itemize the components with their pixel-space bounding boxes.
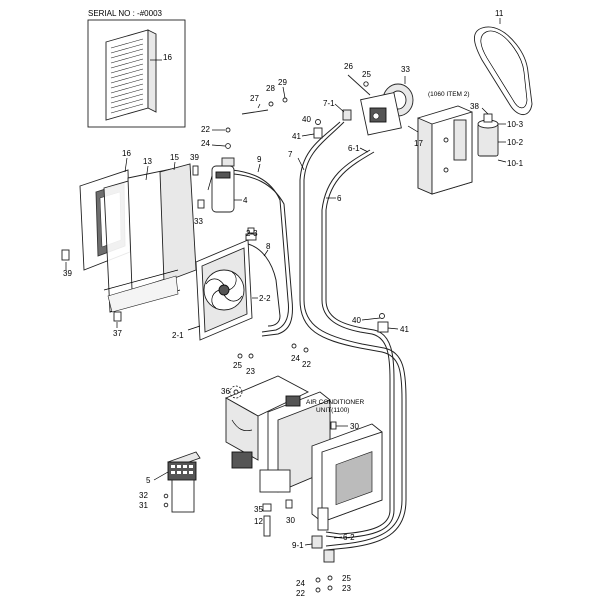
callout-39-upper: 39 (190, 153, 199, 162)
callout-29: 29 (278, 78, 287, 87)
callout-23-mid: 23 (246, 367, 255, 376)
callout-38: 38 (470, 102, 479, 111)
callout-22-top: 22 (201, 125, 210, 134)
callout-36: 36 (221, 387, 230, 396)
callout-24-mid: 24 (291, 354, 300, 363)
callout-24-bottom: 24 (296, 579, 305, 588)
callout-41-lower: 41 (400, 325, 409, 334)
callout-30-lower: 30 (286, 516, 295, 525)
callout-2-1: 2-1 (172, 331, 184, 340)
callout-6-2: 6-2 (343, 533, 355, 542)
callout-32: 32 (139, 491, 148, 500)
callout-33-bolt: 33 (194, 217, 203, 226)
callout-41-upper: 41 (292, 132, 301, 141)
refrigerant-hoses (231, 121, 407, 551)
callout-31: 31 (139, 501, 148, 510)
callout-13: 13 (143, 157, 152, 166)
callout-33-compressor: 33 (401, 65, 410, 74)
callout-9: 9 (257, 155, 262, 164)
callout-30-upper: 30 (350, 422, 359, 431)
callout-10-3: 10-3 (507, 120, 524, 129)
callout-16-cover: 16 (122, 149, 131, 158)
callout-35: 35 (254, 505, 263, 514)
compressor-bracket: (1060 ITEM 2) (417, 91, 473, 195)
callout-9-1: 9-1 (292, 541, 304, 550)
callout-6-1: 6-1 (348, 144, 360, 153)
callout-24-top: 24 (201, 139, 210, 148)
callout-7-1: 7-1 (323, 99, 335, 108)
callout-23-bottom: 23 (342, 584, 351, 593)
callout-28: 28 (266, 84, 275, 93)
callout-2-2: 2-2 (259, 294, 271, 303)
callout-15: 15 (170, 153, 179, 162)
callout-25-bottom: 25 (342, 574, 351, 583)
callout-12: 12 (254, 517, 263, 526)
callout-27: 27 (250, 94, 259, 103)
callout-16-inset: 16 (163, 53, 172, 62)
callout-4: 4 (243, 196, 248, 205)
bracket-ref-note: (1060 ITEM 2) (428, 91, 470, 98)
callout-10-2: 10-2 (507, 138, 524, 147)
receiver-drier (207, 127, 235, 213)
callout-25-mid: 25 (233, 361, 242, 370)
louver-grille (105, 29, 157, 121)
callout-22-bottom: 22 (296, 589, 305, 598)
unit-note-line2: UNIT(1100) (316, 407, 349, 414)
callout-40-upper: 40 (302, 115, 311, 124)
callout-10-1: 10-1 (507, 159, 524, 168)
cover-assembly (79, 163, 197, 313)
serial-label: SERIAL NO : -#0003 (88, 9, 163, 18)
v-belt (474, 26, 533, 116)
condenser-fan (195, 227, 257, 341)
callout-7: 7 (288, 150, 293, 159)
control-panel (163, 451, 201, 513)
unit-note-line1: AIR CONDITIONER (306, 399, 364, 406)
callout-39-lower: 39 (63, 269, 72, 278)
callout-26: 26 (344, 62, 353, 71)
callout-40-lower: 40 (352, 316, 361, 325)
inset-panel: SERIAL NO : -#0003 16 (87, 9, 186, 128)
belt-tensioner (477, 113, 499, 157)
callout-11: 11 (495, 9, 504, 18)
air-conditioner-unit: AIR CONDITIONER UNIT(1100) (224, 375, 383, 523)
callout-8: 8 (266, 242, 271, 251)
callout-37: 37 (113, 329, 122, 338)
callout-6: 6 (337, 194, 342, 203)
callout-22-mid: 22 (302, 360, 311, 369)
callout-5: 5 (146, 476, 151, 485)
callout-17: 17 (414, 139, 423, 148)
callout-25-top: 25 (362, 70, 371, 79)
compressor (360, 83, 414, 136)
callout-2-3: 2-3 (246, 229, 258, 238)
